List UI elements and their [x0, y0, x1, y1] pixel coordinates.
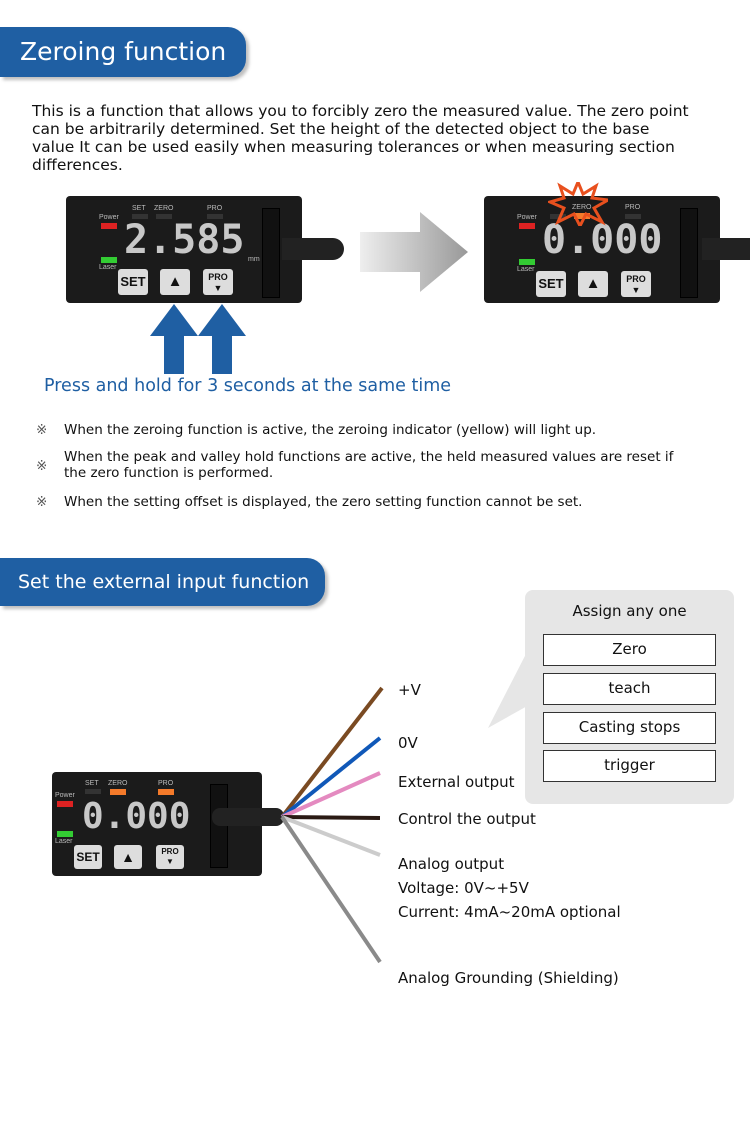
zero-led-lit	[574, 213, 590, 219]
note-item: ※ When the setting offset is displayed, t…	[36, 494, 582, 510]
cable	[702, 238, 750, 260]
section-title-zeroing: Zeroing function	[0, 27, 246, 77]
pro-indicator-label: PRO	[207, 205, 223, 212]
burst-icon	[548, 182, 608, 226]
wire-0	[280, 686, 384, 819]
wire-2	[281, 771, 381, 819]
wire-label-analog-output: Analog output	[398, 855, 505, 873]
laser-label: Laser	[55, 838, 73, 845]
power-led	[101, 223, 117, 229]
power-label: Power	[55, 792, 75, 799]
down-arrow-icon: ▼	[166, 857, 174, 866]
wire-label-plus-v: +V	[398, 681, 421, 699]
set-indicator-label: SET	[85, 780, 99, 787]
note-text: When the zeroing function is active, the…	[64, 422, 597, 438]
set-button[interactable]: SET	[74, 845, 102, 869]
wire-4	[281, 815, 381, 857]
assign-title: Assign any one	[572, 602, 687, 620]
power-label: Power	[99, 214, 119, 221]
pro-label: PRO	[208, 272, 228, 282]
laser-led	[101, 257, 117, 263]
zero-indicator-label: ZERO	[108, 780, 128, 787]
up-button[interactable]: ▲	[160, 269, 190, 295]
wire-5	[280, 815, 382, 964]
option-teach[interactable]: teach	[543, 673, 716, 705]
wire-label-control-output: Control the output	[398, 810, 536, 828]
note-mark-icon: ※	[36, 422, 48, 438]
wire-label-0v: 0V	[398, 734, 418, 752]
note-mark-icon: ※	[36, 494, 48, 510]
pro-label: PRO	[161, 847, 179, 856]
unit-label: mm	[248, 256, 260, 263]
pro-button[interactable]: PRO▼	[621, 271, 651, 297]
up-button[interactable]: ▲	[578, 271, 608, 297]
note-item: ※ When the peak and valley hold functions…	[36, 449, 676, 481]
wire-label-external-output: External output	[398, 773, 515, 791]
zero-indicator-label: ZERO	[154, 205, 174, 212]
set-button[interactable]: SET	[118, 269, 148, 295]
press-arrows-icon	[150, 304, 246, 374]
set-button[interactable]: SET	[536, 271, 566, 297]
pro-indicator-label: PRO	[158, 780, 174, 787]
wire-3	[281, 815, 381, 820]
option-casting-stops[interactable]: Casting stops	[543, 712, 716, 744]
analog-current: Current: 4mA~20mA optional	[398, 903, 621, 921]
sensor-device-before: SET ZERO PRO Power Laser 2.585 mm SET ▲ …	[66, 196, 302, 303]
pro-button[interactable]: PRO▼	[203, 269, 233, 295]
down-arrow-icon: ▼	[213, 283, 223, 293]
press-instruction: Press and hold for 3 seconds at the same…	[44, 376, 452, 396]
cable	[282, 238, 344, 260]
intro-text: This is a function that allows you to fo…	[32, 102, 689, 174]
note-text: When the peak and valley hold functions …	[64, 449, 674, 481]
arrow-right-icon	[360, 212, 468, 292]
laser-label: Laser	[517, 266, 535, 273]
section-title-external-input: Set the external input function	[0, 558, 325, 606]
laser-led	[519, 259, 535, 265]
pro-button[interactable]: PRO▼	[156, 845, 184, 869]
note-text: When the setting offset is displayed, th…	[64, 494, 583, 510]
up-button[interactable]: ▲	[114, 845, 142, 869]
display-readout: 0.000	[542, 217, 663, 263]
pro-label: PRO	[626, 274, 646, 284]
analog-voltage: Voltage: 0V~+5V	[398, 879, 529, 897]
note-mark-icon: ※	[36, 458, 48, 474]
wire-label-analog-ground: Analog Grounding (Shielding)	[398, 969, 619, 987]
display-readout: 0.000	[82, 796, 191, 837]
assign-panel: Assign any one Zero teach Casting stops …	[525, 590, 734, 804]
set-indicator-label: SET	[132, 205, 146, 212]
wire-1	[280, 736, 382, 819]
power-led	[57, 801, 73, 807]
pro-indicator-label: PRO	[625, 204, 641, 211]
note-item: ※ When the zeroing function is active, th…	[36, 422, 596, 438]
option-zero[interactable]: Zero	[543, 634, 716, 666]
sensor-device-after: ZERO PRO Power Laser 0.000 SET ▲ PRO▼	[484, 196, 720, 303]
zero-indicator-label: ZERO	[572, 204, 592, 211]
option-trigger[interactable]: trigger	[543, 750, 716, 782]
laser-led	[57, 831, 73, 837]
power-label: Power	[517, 214, 537, 221]
display-readout: 2.585	[124, 217, 245, 263]
wire-label-analog-output-group: Analog output Voltage: 0V~+5V Current: 4…	[398, 852, 621, 924]
power-led	[519, 223, 535, 229]
laser-label: Laser	[99, 264, 117, 271]
down-arrow-icon: ▼	[631, 285, 641, 295]
